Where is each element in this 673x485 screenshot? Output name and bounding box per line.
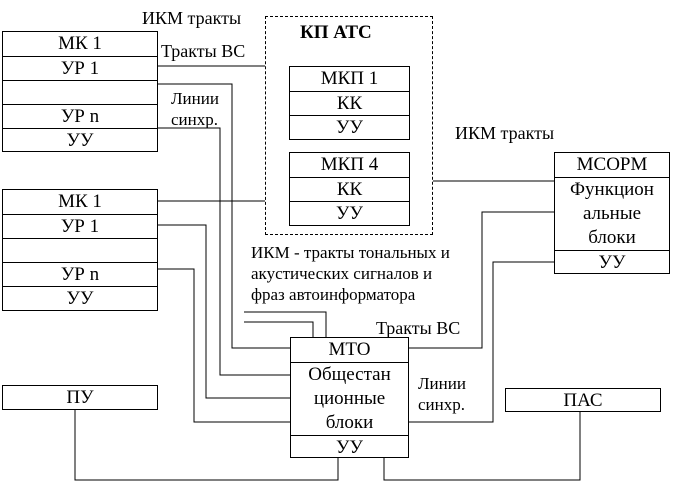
label-sync-lines-bottom: Линии синхр. (418, 374, 466, 414)
mto-uu: УУ (291, 435, 408, 459)
pu-block: ПУ (2, 385, 158, 410)
label-ikm-tracts-top: ИКМ тракты (142, 8, 242, 28)
wire-tonal-1 (244, 311, 327, 337)
wire-pas-to-mto (383, 412, 581, 481)
mkp-4-block: МКП 4 КК УУ (289, 152, 410, 226)
wire-g1-to-mto-1 (158, 83, 290, 349)
group1-gap (3, 80, 157, 104)
mto-title: МТО (328, 339, 371, 360)
group2-urn: УР n (3, 262, 157, 286)
wire-msorm-to-mto-sync (409, 261, 555, 423)
module-group-2: МК 1 УР 1 УР n УУ (2, 189, 158, 311)
label-ikm-tracts-right: ИКМ тракты (455, 123, 555, 143)
mkp4-kk: КК (290, 177, 409, 201)
label-vs-tracts-top: Тракты ВС (161, 41, 246, 61)
mkp1-kk: КК (290, 91, 409, 115)
mkp4-title: МКП 4 (320, 154, 379, 175)
msorm-title: МСОРМ (576, 154, 648, 175)
mkp1-uu: УУ (290, 115, 409, 139)
wire-g2-to-mto-1 (158, 224, 290, 399)
wire-msorm-to-mto-vs (409, 211, 555, 349)
group2-uu: УУ (3, 286, 157, 310)
wire-g1-to-mto-2 (158, 127, 290, 376)
msorm-block: МСОРМ Функцион альные блоки УУ (554, 152, 670, 274)
pu-label: ПУ (66, 387, 94, 408)
group1-uu: УУ (3, 128, 157, 152)
group1-ur1: УР 1 (3, 56, 157, 80)
group1-urn: УР n (3, 104, 157, 128)
label-ikm-tonal-tracts: ИКМ - тракты тональных и акустических си… (251, 243, 450, 304)
msorm-uu: УУ (555, 250, 669, 274)
msorm-functional-blocks: Функцион альные блоки (555, 177, 669, 250)
pas-block: ПАС (505, 388, 661, 412)
kp-ats-title: КП АТС (300, 22, 372, 43)
wire-tonal-2 (244, 321, 314, 337)
label-sync-lines-top: Линии синхр. (171, 89, 219, 129)
label-vs-tracts-bottom: Тракты ВС (376, 318, 461, 338)
mto-block: МТО Общестан ционные блоки УУ (290, 337, 409, 458)
mkp1-title: МКП 1 (320, 68, 379, 89)
mkp-1-block: МКП 1 КК УУ (289, 66, 410, 140)
wire-pu-to-mto (74, 410, 339, 481)
kp-ats-frame (265, 16, 433, 235)
mto-station-blocks: Общестан ционные блоки (291, 362, 408, 435)
group2-ur1: УР 1 (3, 214, 157, 238)
wire-g2-to-mto-2 (158, 268, 290, 423)
group2-gap (3, 238, 157, 262)
pas-label: ПАС (563, 390, 603, 411)
mkp4-uu: УУ (290, 201, 409, 225)
group2-mk1: МК 1 (58, 191, 102, 212)
module-group-1: МК 1 УР 1 УР n УУ (2, 31, 158, 152)
group1-mk1: МК 1 (58, 33, 102, 54)
